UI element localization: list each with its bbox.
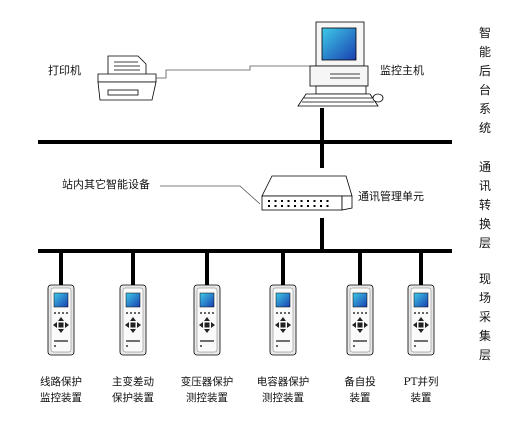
- device-connector: [281, 253, 285, 285]
- device-screen: [199, 292, 215, 308]
- protection-device-icon: [119, 253, 147, 356]
- device-label-line2: 测控装置: [262, 392, 304, 404]
- device-label-line1: 主变差动: [112, 376, 154, 388]
- comm-unit-icon: [261, 175, 353, 211]
- led-dot: [281, 200, 283, 202]
- led-dot: [300, 200, 303, 202]
- other-devices-label: 站内其它智能设备: [62, 178, 150, 191]
- printer-cable: [156, 65, 320, 79]
- device-screen: [275, 292, 291, 308]
- led-dot: [326, 205, 329, 207]
- led-dot: [307, 205, 309, 207]
- device-connector: [205, 253, 209, 285]
- top-bus: [38, 140, 452, 144]
- comm-unit-leds: [268, 200, 329, 207]
- device-screen: [413, 292, 429, 308]
- device-label-line1: 备自投: [344, 376, 376, 388]
- led-dot: [287, 205, 290, 207]
- led-dot: [320, 200, 322, 202]
- device-screen: [352, 292, 368, 308]
- led-dot: [313, 200, 316, 202]
- layer-label-bottom: 现场采集层: [478, 272, 491, 362]
- led-dot: [274, 205, 277, 207]
- led-dot: [268, 200, 270, 202]
- led-dot: [294, 200, 296, 202]
- device-label: 变压器保护测控装置: [172, 374, 242, 406]
- other-devices-cable: [160, 185, 261, 205]
- device-label-line2: 监控装置: [40, 392, 82, 404]
- led-dot: [307, 200, 309, 202]
- led-dot: [268, 205, 270, 207]
- device-screen: [125, 292, 141, 308]
- device-label-line1: 变压器保护: [180, 376, 234, 388]
- layer-label-top: 智能后台系统: [478, 26, 491, 135]
- protection-device-icon: [193, 253, 221, 356]
- bottom-bus: [38, 249, 452, 253]
- device-label: 电容器保护测控装置: [248, 374, 318, 406]
- layer-label-middle: 通讯转换层: [478, 160, 491, 250]
- led-dot: [300, 205, 303, 207]
- device-label-line2: 测控装置: [186, 392, 228, 404]
- comm-unit-label: 通讯管理单元: [358, 190, 424, 203]
- device-label-line2: 装置: [410, 392, 432, 404]
- protection-device-icon: [346, 253, 374, 356]
- led-dot: [313, 205, 316, 207]
- device-label-line1: 线路保护: [40, 376, 82, 388]
- device-label-line1: PT并列: [403, 376, 439, 388]
- device-connector: [358, 253, 362, 285]
- led-dot: [326, 200, 329, 202]
- device-label: 线路保护监控装置: [26, 374, 96, 406]
- host-computer-icon: [297, 21, 384, 107]
- device-label-line2: 装置: [349, 392, 371, 404]
- printer-label: 打印机: [48, 64, 81, 77]
- device-label-line2: 保护装置: [112, 392, 154, 404]
- device-connector: [131, 253, 135, 285]
- protection-device-icon: [269, 253, 297, 356]
- device-connector: [419, 253, 423, 285]
- device-label: PT并列装置: [386, 374, 456, 406]
- device-connector: [59, 253, 63, 285]
- host-label: 监控主机: [380, 64, 424, 77]
- led-dot: [274, 200, 277, 202]
- protection-device-icon: [407, 253, 435, 356]
- led-dot: [281, 205, 283, 207]
- led-dot: [294, 205, 296, 207]
- protection-device-icon: [47, 253, 75, 356]
- device-screen: [53, 292, 69, 308]
- device-label: 主变差动保护装置: [98, 374, 168, 406]
- comm-unit-down-connector: [320, 218, 324, 249]
- device-label: 备自投装置: [325, 374, 395, 406]
- host-connector: [320, 108, 324, 166]
- led-dot: [287, 200, 290, 202]
- device-label-line1: 电容器保护: [256, 376, 310, 388]
- printer-icon: [97, 55, 157, 101]
- device-group: [47, 253, 435, 356]
- led-dot: [320, 205, 322, 207]
- comm-unit-up-connector: [320, 144, 324, 168]
